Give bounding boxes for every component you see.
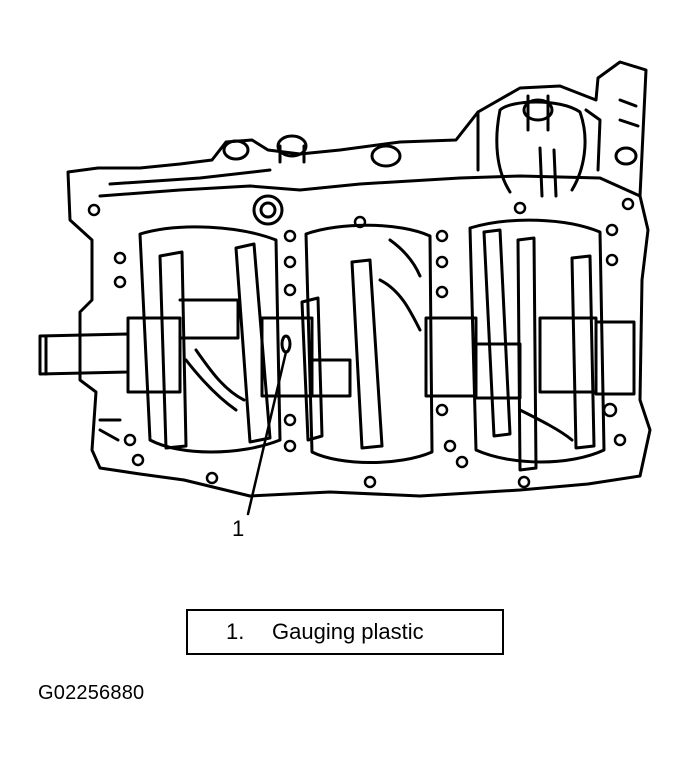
counterweight-1 [158, 250, 188, 450]
counterweight-2 [234, 242, 272, 444]
crankshaft-main-journal-3 [424, 316, 478, 398]
engine-block-crankshaft-illustration [38, 60, 652, 516]
counterweight-6 [516, 236, 538, 472]
counterweight-5 [482, 228, 512, 438]
crankshaft-end [594, 320, 636, 396]
callout-leader-line [246, 350, 288, 516]
block-bore [252, 194, 284, 226]
counterweight-7 [570, 254, 596, 450]
crankshaft-rod-journal-1 [178, 298, 240, 340]
bay-2 [304, 223, 434, 464]
crankshaft-main-journal-1 [126, 316, 182, 394]
counterweight-3 [300, 296, 324, 442]
block-top-line [108, 168, 272, 186]
crankshaft-rod-journal-3 [474, 342, 522, 400]
legend-label: Gauging plastic [272, 619, 424, 644]
figure-id: G02256880 [38, 682, 145, 704]
callout-number: 1 [232, 516, 245, 541]
legend-number: 1. [226, 619, 245, 644]
bay-3 [468, 218, 606, 464]
gauging-plastic-strip [280, 334, 292, 354]
crankshaft-rod-journal-2 [310, 358, 352, 398]
engine-block-outline [66, 60, 652, 498]
oil-pump-shaft [522, 98, 554, 122]
crankshaft-main-journal-4 [538, 316, 598, 394]
bolt-holes [87, 197, 635, 489]
crankshaft-snout [38, 332, 130, 376]
oil-pump-housing [476, 100, 587, 194]
block-upper-ridge [98, 174, 642, 198]
top-plug [276, 134, 308, 158]
bay-1 [138, 225, 282, 454]
counterweight-4 [350, 258, 384, 450]
legend-box: 1. Gauging plastic [186, 609, 504, 655]
